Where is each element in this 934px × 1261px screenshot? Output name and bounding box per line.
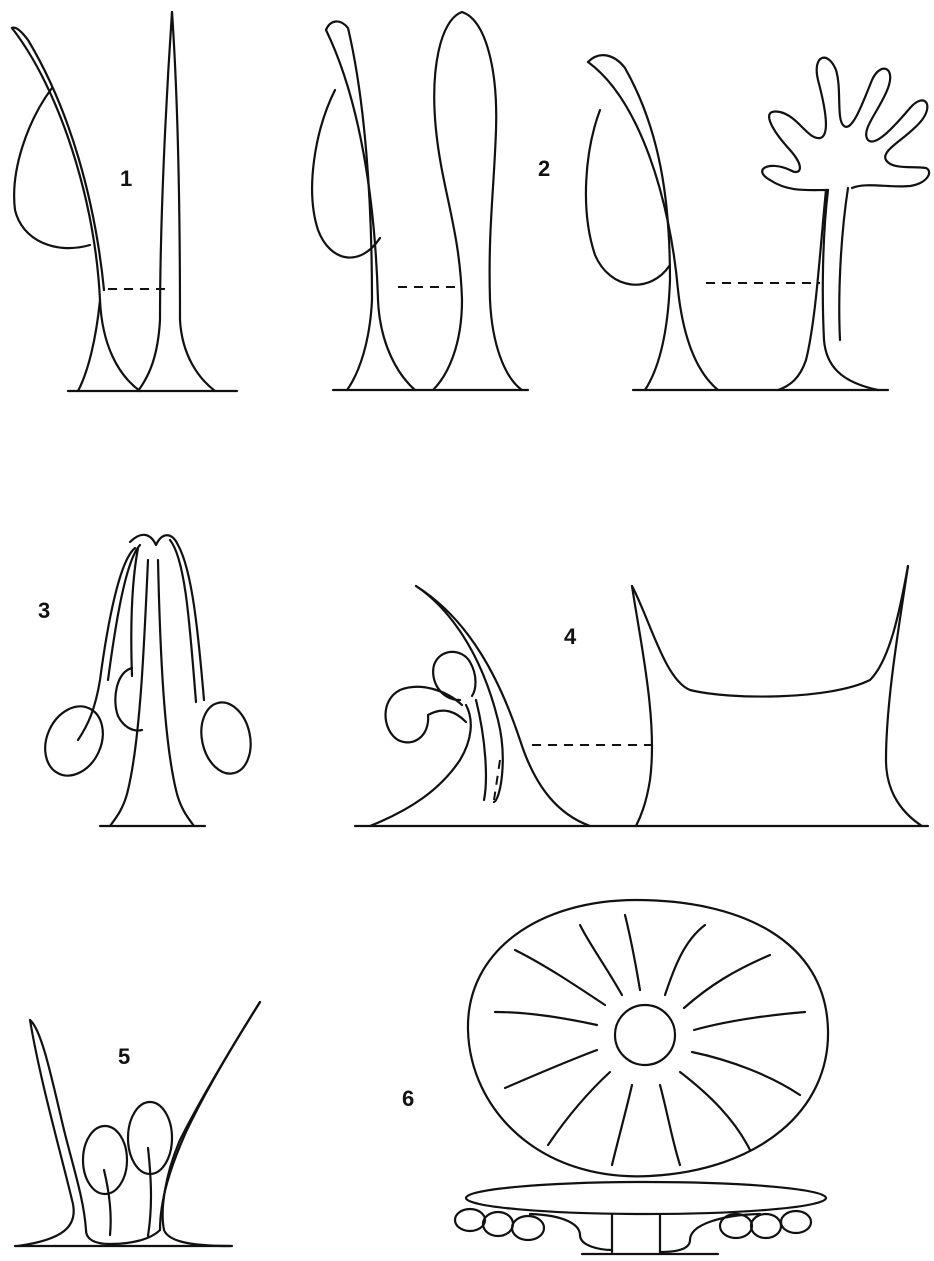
bead — [720, 1214, 752, 1238]
curved-stalk — [416, 586, 590, 826]
panel-label-4: 4 — [564, 624, 577, 649]
lobe-lower — [386, 687, 467, 743]
club-right-edge — [462, 12, 522, 390]
ovoid-body-left — [34, 697, 113, 785]
radial-line — [684, 955, 770, 1008]
panel-2b: 2 — [538, 55, 929, 390]
curved-stalk — [12, 28, 140, 391]
bead — [751, 1214, 781, 1238]
radial-line — [660, 1085, 680, 1165]
side-view-column — [612, 1214, 660, 1252]
arm-right-inner — [160, 1002, 260, 1230]
bead — [455, 1209, 485, 1231]
curved-stalk-inner — [588, 55, 670, 390]
saddle-right-edge — [886, 566, 922, 826]
column-right-edge — [158, 560, 194, 826]
ovoid-body-right — [195, 698, 257, 778]
radial-line — [580, 925, 622, 995]
club-left-edge — [433, 12, 462, 390]
panel-label-1: 1 — [120, 166, 132, 191]
panel-2a — [312, 12, 528, 390]
radial-line — [495, 1012, 597, 1025]
arm-left-inner — [30, 1020, 160, 1244]
bead — [512, 1216, 544, 1240]
curved-stalk-inner — [326, 21, 372, 390]
trunk-right-edge — [823, 190, 878, 390]
curved-stalk — [588, 62, 718, 390]
radial-line — [625, 915, 640, 990]
filament-right-inner — [170, 540, 196, 702]
radial-line — [680, 1072, 750, 1150]
panel-label-6: 6 — [402, 1086, 414, 1111]
radial-line — [505, 1050, 597, 1088]
trunk-left-edge — [778, 190, 826, 390]
side-view-disc — [466, 1182, 826, 1214]
trunk-inner — [839, 188, 848, 340]
saddle-top — [632, 566, 908, 697]
arm-right-outer — [163, 1002, 260, 1246]
radial-line — [665, 925, 705, 995]
lobe-upper — [433, 652, 475, 700]
disc-center — [615, 1005, 675, 1065]
panel-3: 3 — [34, 535, 257, 826]
side-view-stalk-right — [660, 1214, 760, 1252]
stalk-base — [78, 300, 100, 391]
panel-label-3: 3 — [38, 598, 50, 623]
stalk-base-left — [370, 705, 471, 826]
inner-filament — [476, 700, 486, 800]
radial-line — [515, 950, 605, 1005]
panel-label-5: 5 — [118, 1044, 130, 1069]
hanging-lobe — [312, 90, 380, 258]
filament-mid — [131, 548, 138, 676]
bead — [483, 1212, 513, 1236]
spike-left-edge — [138, 12, 172, 391]
spike-right-edge — [172, 12, 215, 391]
stalk-left — [104, 1170, 111, 1235]
disc-outline — [468, 900, 828, 1176]
panel-label-2: 2 — [538, 156, 550, 181]
curved-stalk-inner — [416, 586, 503, 802]
radial-line — [692, 1052, 800, 1095]
ovoid-body-left — [83, 1126, 127, 1194]
stalk-right — [148, 1148, 151, 1236]
panel-1: 1 — [12, 12, 237, 391]
panel-4: 4 — [355, 566, 928, 826]
finger-crown — [762, 58, 929, 190]
bead — [781, 1211, 811, 1233]
hanging-lobe — [586, 110, 670, 285]
radial-line — [548, 1072, 610, 1145]
curved-stalk-inner — [12, 28, 104, 290]
radial-line — [612, 1085, 632, 1165]
panel-6: 6 — [402, 900, 828, 1254]
panel-5: 5 — [15, 1002, 260, 1246]
radial-line — [694, 1012, 805, 1030]
